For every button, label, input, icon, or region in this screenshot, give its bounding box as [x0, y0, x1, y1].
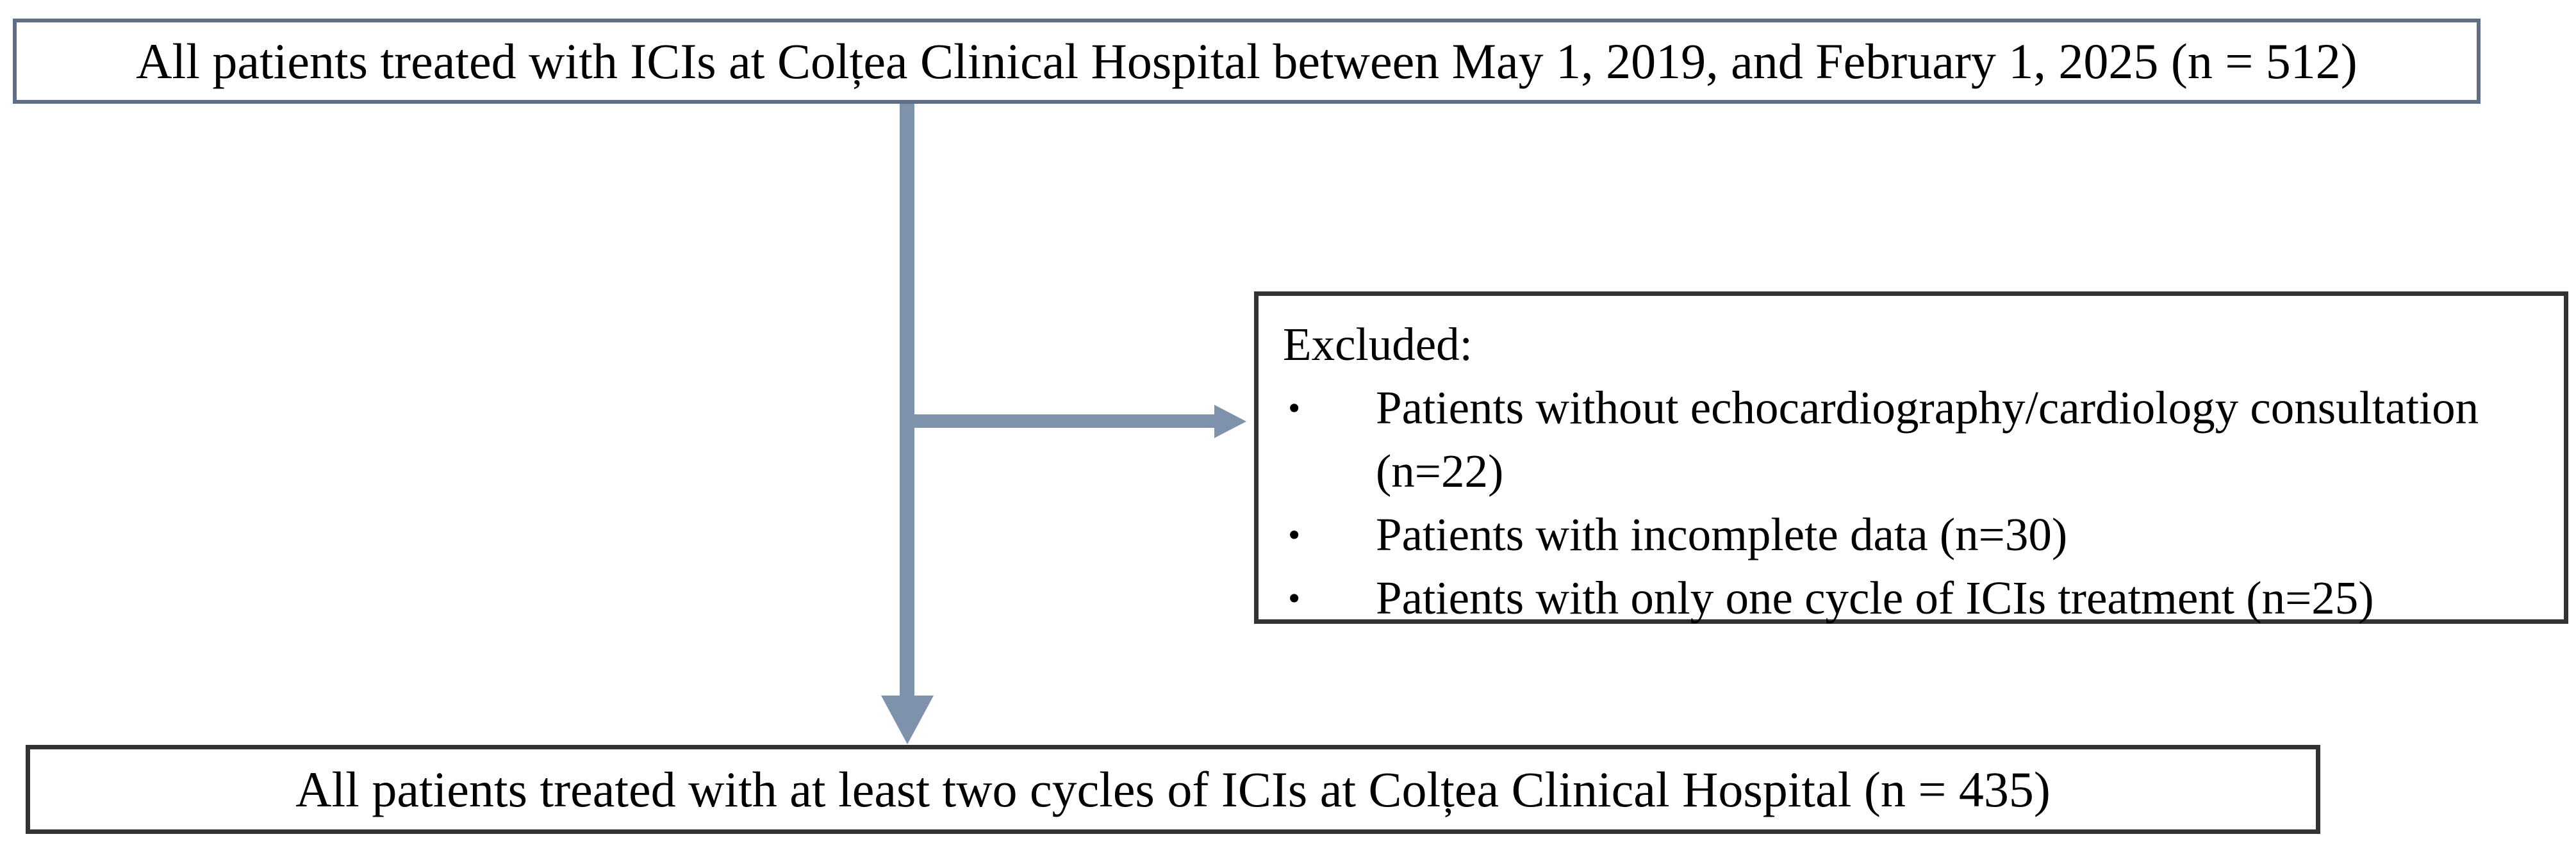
bullet-icon: •	[1288, 515, 1301, 554]
bullet-icon: •	[1288, 578, 1301, 617]
excluded-box: Excluded: • Patients without echocardiog…	[1254, 291, 2568, 624]
excluded-item: • Patients with only one cycle of ICIs t…	[1259, 566, 2564, 630]
right-arrow-head-icon	[1214, 405, 1246, 438]
excluded-item: • Patients with incomplete data (n=30)	[1259, 503, 2564, 566]
analyzed-box-text: All patients treated with at least two c…	[295, 761, 2051, 817]
excluded-item-text: Patients without echocardiography/cardio…	[1376, 382, 2479, 497]
enrollment-box: All patients treated with ICIs at Colțea…	[13, 19, 2481, 104]
enrollment-box-text: All patients treated with ICIs at Colțea…	[136, 33, 2357, 89]
analyzed-box: All patients treated with at least two c…	[26, 745, 2320, 834]
right-arrow-shaft	[907, 414, 1214, 428]
excluded-item-text: Patients with only one cycle of ICIs tre…	[1376, 572, 2374, 624]
bullet-icon: •	[1288, 388, 1301, 427]
down-arrow-shaft	[900, 104, 914, 696]
excluded-item: • Patients without echocardiography/card…	[1259, 376, 2564, 503]
excluded-box-title: Excluded:	[1283, 318, 1473, 370]
excluded-item-text: Patients with incomplete data (n=30)	[1376, 509, 2068, 560]
down-arrow-head-icon	[881, 696, 934, 744]
